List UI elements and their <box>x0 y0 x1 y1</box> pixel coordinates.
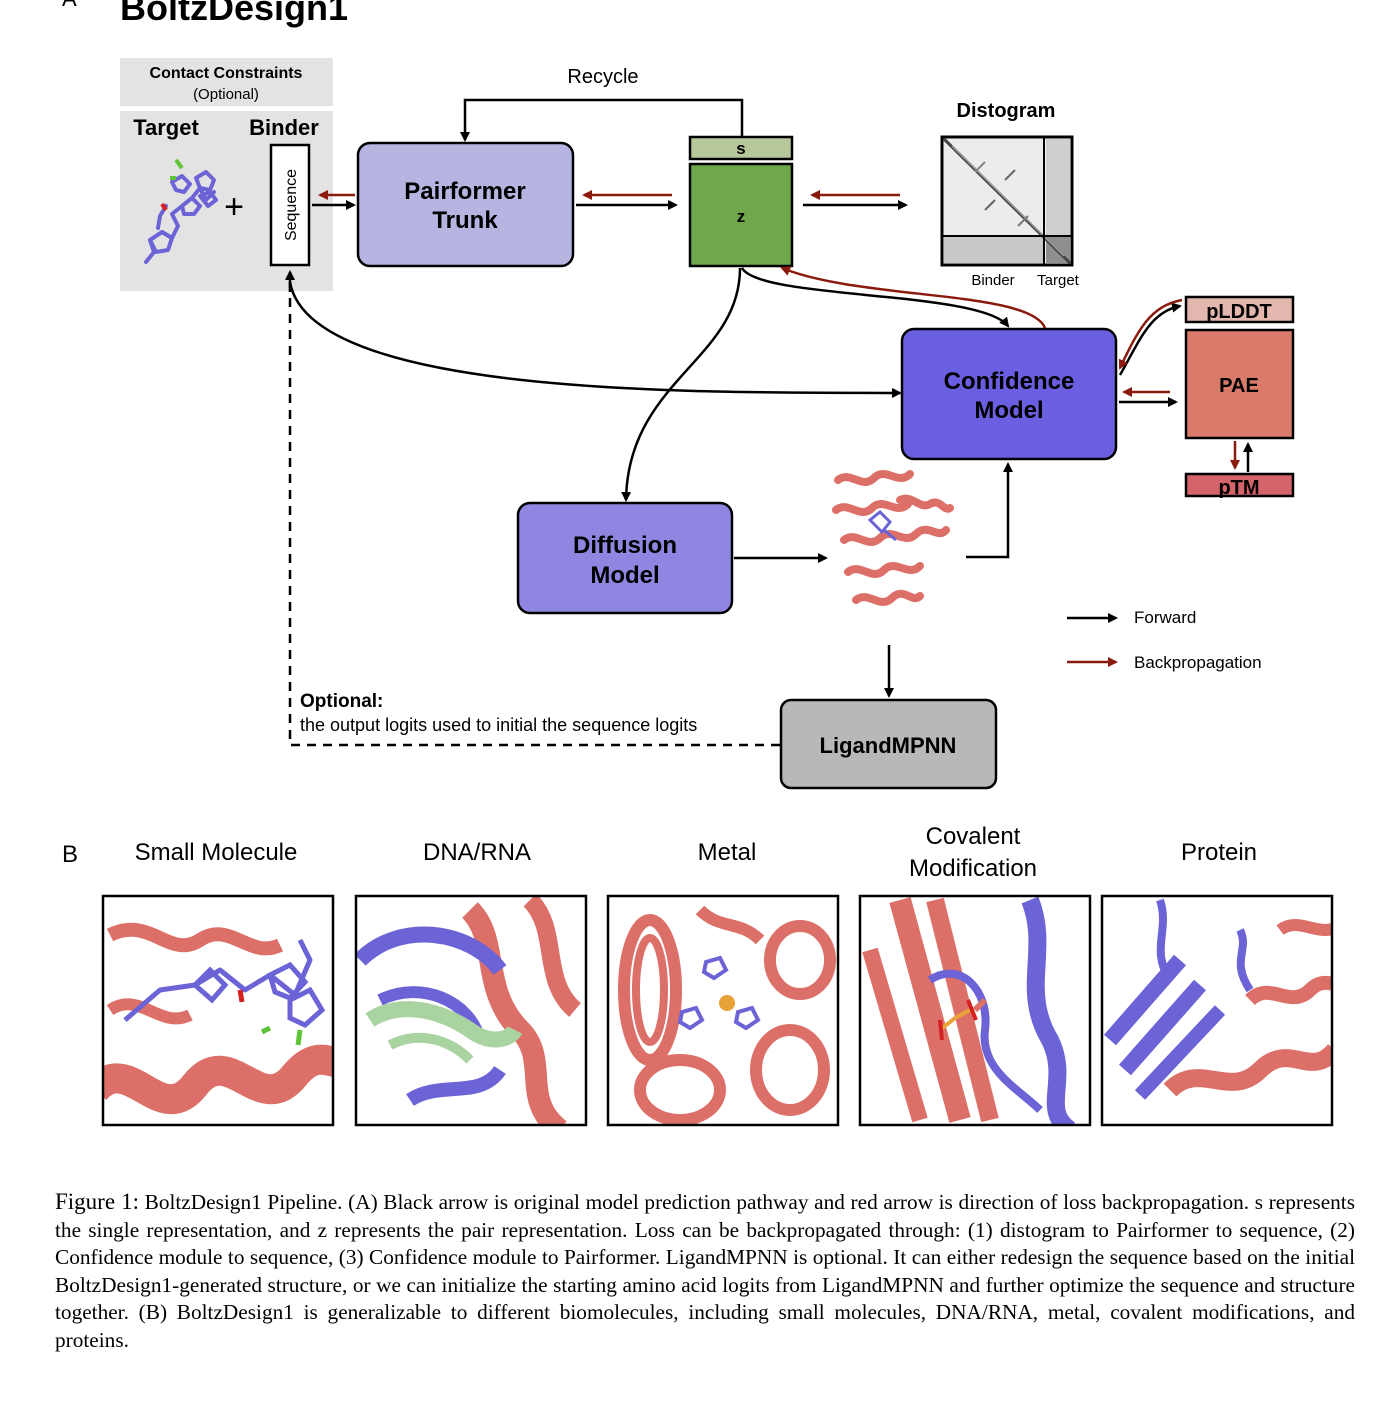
pairformer-label-2: Trunk <box>432 207 498 234</box>
figure-title: BoltzDesign1 <box>120 0 348 28</box>
frame-covalent <box>858 894 1092 1127</box>
structure-protein <box>1102 896 1332 1125</box>
diffusion-label-1: Diffusion <box>573 532 677 559</box>
plus-sign: + <box>224 188 244 226</box>
s-box <box>688 135 794 161</box>
plddt-box <box>1184 295 1295 324</box>
molecule-halogen <box>174 158 184 170</box>
z-box <box>688 162 794 268</box>
structure-dna-rna <box>356 896 586 1125</box>
recycle-label: Recycle <box>567 66 638 88</box>
confidence-label-2: Model <box>974 397 1043 424</box>
diffusion-label-2: Model <box>590 562 659 589</box>
contact-constraints-title: Contact Constraints <box>150 65 303 82</box>
caption-body: BoltzDesign1 Pipeline. (A) Black arrow i… <box>55 1190 1355 1352</box>
distogram-target-axis: Target <box>1037 272 1080 289</box>
arrow-backprop-confidence-to-z <box>780 266 1047 329</box>
frame-small-molecule <box>101 894 335 1127</box>
structure-small-molecule <box>103 896 333 1125</box>
pairformer-trunk-box <box>356 141 575 268</box>
pae-box <box>1184 328 1295 440</box>
arrow-z-to-diffusion <box>621 267 742 502</box>
panel-a-letter: A <box>62 0 77 11</box>
panel-b-label-protein: Protein <box>1181 839 1257 866</box>
plddt-label: pLDDT <box>1206 301 1272 323</box>
sequence-box <box>269 143 311 267</box>
arrow-sequence-to-confidence <box>288 281 902 398</box>
z-label: z <box>737 207 746 226</box>
recycle-arrow <box>460 98 744 142</box>
confidence-label-1: Confidence <box>944 368 1075 395</box>
arrow-z-to-confidence <box>740 267 1010 328</box>
structure-ligand <box>867 509 897 542</box>
distogram-title: Distogram <box>957 100 1056 122</box>
molecule-oxygen <box>160 202 168 212</box>
target-label: Target <box>133 115 199 140</box>
ligandmpnn-label: LigandMPNN <box>820 733 957 758</box>
contact-constraints-subtitle: (Optional) <box>193 86 259 103</box>
legend-forward-label: Forward <box>1134 608 1196 627</box>
ptm-box <box>1184 472 1295 498</box>
pairformer-label-1: Pairformer <box>404 178 525 205</box>
distogram-matrix <box>940 135 1074 267</box>
legend-backprop-label: Backpropagation <box>1134 653 1262 672</box>
panel-b-label-metal: Metal <box>698 839 757 866</box>
frame-dna-rna <box>354 894 588 1127</box>
panel-b-label-covalent-2: Modification <box>909 855 1037 882</box>
ptm-label: pTM <box>1218 477 1259 499</box>
contact-constraints-header <box>120 58 333 106</box>
optional-title: Optional: <box>300 691 383 712</box>
panel-b-label-dna-rna: DNA/RNA <box>423 839 531 866</box>
figure-caption: Figure 1: BoltzDesign1 Pipeline. (A) Bla… <box>55 1188 1355 1354</box>
panel-b-letter: B <box>62 841 78 868</box>
caption-lead: Figure 1: <box>55 1189 139 1214</box>
optional-dashed-path <box>288 276 780 747</box>
panel-b-label-covalent-1: Covalent <box>926 823 1021 850</box>
confidence-model-box <box>900 327 1118 461</box>
frame-metal <box>606 894 840 1127</box>
binder-label: Binder <box>249 115 319 140</box>
diffusion-model-box <box>516 501 734 615</box>
ligandmpnn-box <box>779 698 998 790</box>
predicted-structure <box>832 470 954 606</box>
panel-b-label-small-molecule: Small Molecule <box>135 839 298 866</box>
structure-metal <box>608 896 838 1125</box>
distogram-binder-axis: Binder <box>971 272 1014 289</box>
arrow-backprop-plddt-to-confidence <box>1118 298 1183 370</box>
sequence-label: Sequence <box>283 169 300 241</box>
pae-label: PAE <box>1219 375 1259 397</box>
frame-protein <box>1100 894 1334 1127</box>
arrow-structure-to-confidence <box>966 462 1013 559</box>
optional-text: the output logits used to initial the se… <box>300 715 697 735</box>
structure-covalent <box>860 896 1090 1125</box>
s-label: s <box>736 139 745 158</box>
